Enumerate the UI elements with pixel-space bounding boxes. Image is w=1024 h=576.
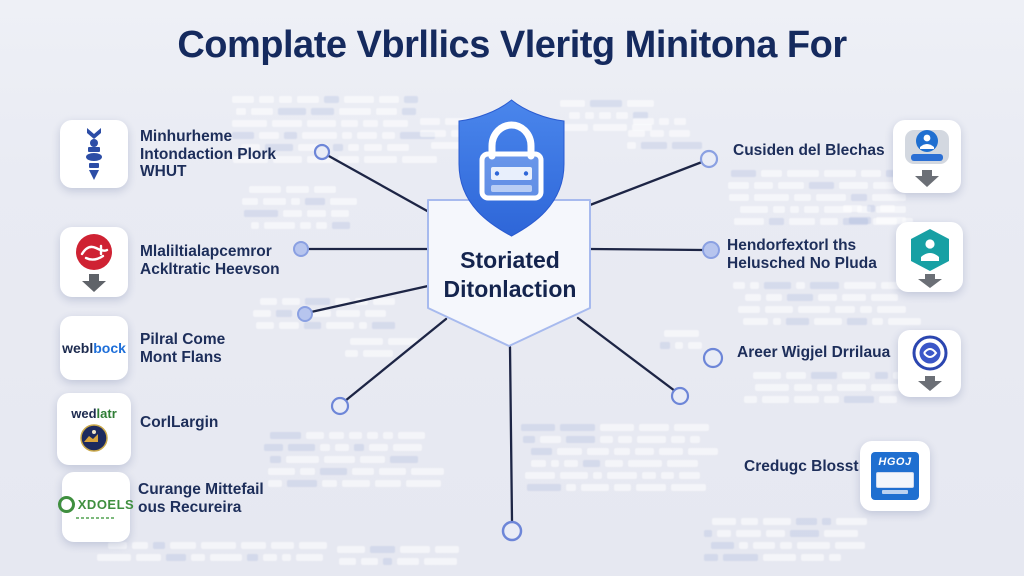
- blue-emblem-glyph: [912, 335, 947, 391]
- list-item-label: Curange Mittefail ous Recureira: [138, 481, 264, 516]
- item-text-line: WHUT: [140, 163, 187, 180]
- item-text-line: Intondaction Plork: [140, 145, 277, 163]
- xdoels-tagline-bar: [76, 516, 116, 519]
- item-text-line: Ackltratic Heevson: [140, 260, 280, 278]
- list-item-label: Hendorfextorl ths Helusched No Pluda: [727, 237, 877, 272]
- xdoels-wordmark: XDOELS: [57, 495, 135, 513]
- padlock-glyph: [479, 121, 544, 201]
- totem-glyph: [86, 128, 102, 180]
- item-text-line: Curange Mittefail: [138, 481, 264, 498]
- item-text-line: CorlLargin: [140, 414, 219, 431]
- download-arrow-icon: [917, 274, 942, 288]
- xdoels-logo-icon: XDOELS: [57, 472, 134, 542]
- wedlatr-emblem-glyph: [80, 423, 108, 452]
- download-arrow-icon: [82, 274, 106, 292]
- list-item-label: Minhurheme Intondaction Plork WHUT: [140, 128, 276, 181]
- item-text-line: Areer Wigjel Drrilaua: [737, 344, 891, 361]
- center-panel-shape: [427, 199, 591, 347]
- logo-text-accent: latr: [96, 405, 117, 421]
- teal-hexagon-download-icon: [896, 222, 963, 292]
- logo-text-dark: webl: [62, 339, 94, 356]
- blue-badge-download-icon: [893, 120, 961, 193]
- item-text-line: Mlaliltialapcemror: [140, 243, 272, 260]
- weblbock-logo-icon: weblbock: [60, 316, 128, 380]
- list-item-label: Mlaliltialapcemror Ackltratic Heevson: [140, 243, 280, 278]
- list-item-label: Pilral Come Mont Flans: [140, 331, 225, 366]
- item-text-line: Pilral Come: [140, 331, 226, 348]
- red-scribble-download-icon: [60, 227, 128, 297]
- monitor-base-glyph: [882, 490, 908, 494]
- wedlatr-wordmark: wedlatr: [71, 406, 117, 421]
- blue-emblem-download-icon: [898, 330, 961, 397]
- connector-line-group: [306, 153, 705, 523]
- item-text-line: Hendorfextorl ths: [727, 237, 857, 254]
- monitor-screen-glyph: [876, 472, 914, 488]
- hgoj-monitor-icon: HGOJ: [860, 441, 930, 511]
- xdoels-ring-glyph: [57, 495, 75, 513]
- list-item-label: Cusiden del Blechas: [733, 142, 885, 160]
- blue-badge-glyph: [905, 129, 949, 187]
- center-label: Storiated Ditonlaction: [418, 246, 602, 304]
- item-text-line: Credugc Blosst: [744, 458, 859, 475]
- list-item-label: Areer Wigjel Drrilaua: [737, 344, 890, 362]
- center-label-line1: Storiated: [460, 247, 560, 273]
- logo-text-dark: wed: [71, 405, 97, 421]
- shield-lock-icon: [427, 99, 591, 347]
- download-arrow-icon: [917, 375, 942, 391]
- item-text-line: Mont Flans: [140, 348, 222, 366]
- center-label-line2: Ditonlaction: [443, 276, 577, 302]
- item-text-line: Cusiden del Blechas: [733, 142, 885, 159]
- wedlatr-emblem-logo-icon: wedlatr: [57, 393, 131, 465]
- item-text-line: ous Recureira: [138, 498, 242, 516]
- list-item-label: Credugc Blosst: [744, 458, 859, 476]
- hgoj-blue-square: HGOJ: [871, 452, 919, 500]
- logo-text-accent: XDOELS: [77, 496, 135, 512]
- red-scribble-glyph: [76, 234, 112, 292]
- totem-logo-icon: [60, 120, 128, 188]
- page-title: Complate Vbrllics Vleritg Minitona For: [177, 24, 847, 66]
- logo-text-accent: bock: [93, 339, 126, 356]
- item-text-line: Helusched No Pluda: [727, 254, 877, 272]
- download-arrow-icon: [915, 169, 939, 187]
- list-item-label: CorlLargin: [140, 414, 218, 432]
- weblbock-wordmark: weblbock: [62, 339, 126, 356]
- logo-text-accent: HGOJ: [878, 456, 912, 468]
- teal-hexagon-glyph: [910, 229, 949, 288]
- item-text-line: Minhurheme: [140, 128, 233, 145]
